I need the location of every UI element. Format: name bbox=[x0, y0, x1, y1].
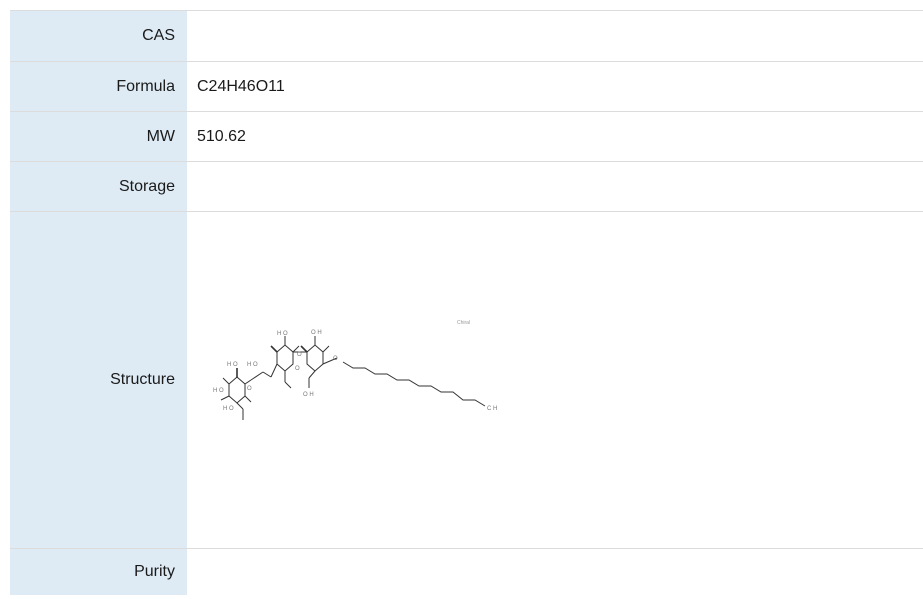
atom-o-glyco: O bbox=[333, 356, 338, 362]
atom-o-link: O bbox=[297, 352, 302, 358]
cas-label: CAS bbox=[10, 10, 187, 62]
purity-value bbox=[187, 548, 923, 595]
formula-label: Formula bbox=[10, 61, 187, 112]
chiral-marker: Chiral bbox=[457, 320, 470, 326]
mw-value: 510.62 bbox=[187, 111, 923, 162]
atom-ho-ring1-d: H O bbox=[223, 406, 234, 412]
purity-label: Purity bbox=[10, 548, 187, 595]
atom-ho-ring2-a: H O bbox=[277, 331, 288, 337]
row-formula: Formula C24H46O11 bbox=[10, 61, 923, 112]
atom-o-ring2: O bbox=[295, 366, 300, 372]
atom-ho-ring1-c: H O bbox=[213, 388, 224, 394]
mw-label: MW bbox=[10, 111, 187, 162]
structure-label: Structure bbox=[10, 211, 187, 549]
storage-label: Storage bbox=[10, 161, 187, 212]
product-spec-table: CAS Formula C24H46O11 MW 510.62 Storage … bbox=[10, 10, 923, 595]
atom-ho-ring1-a: H O bbox=[227, 362, 238, 368]
row-cas: CAS bbox=[10, 10, 923, 62]
structure-value: H O O H H O H O O H O H O O O O O H C H … bbox=[187, 211, 923, 549]
storage-value bbox=[187, 161, 923, 212]
atom-ch3: C H bbox=[487, 406, 497, 412]
row-storage: Storage bbox=[10, 161, 923, 212]
chemical-structure-image: H O O H H O H O O H O H O O O O O H C H … bbox=[213, 320, 497, 420]
atom-ho-ring1-b: H O bbox=[247, 362, 258, 368]
row-structure: Structure bbox=[10, 211, 923, 549]
cas-value bbox=[187, 10, 923, 62]
atom-oh-ring2-c: O H bbox=[303, 392, 314, 398]
row-mw: MW 510.62 bbox=[10, 111, 923, 162]
formula-value: C24H46O11 bbox=[187, 61, 923, 112]
atom-oh-ring2-b: O H bbox=[311, 330, 322, 336]
atom-o-ring1: O bbox=[247, 386, 252, 392]
row-purity: Purity bbox=[10, 548, 923, 595]
